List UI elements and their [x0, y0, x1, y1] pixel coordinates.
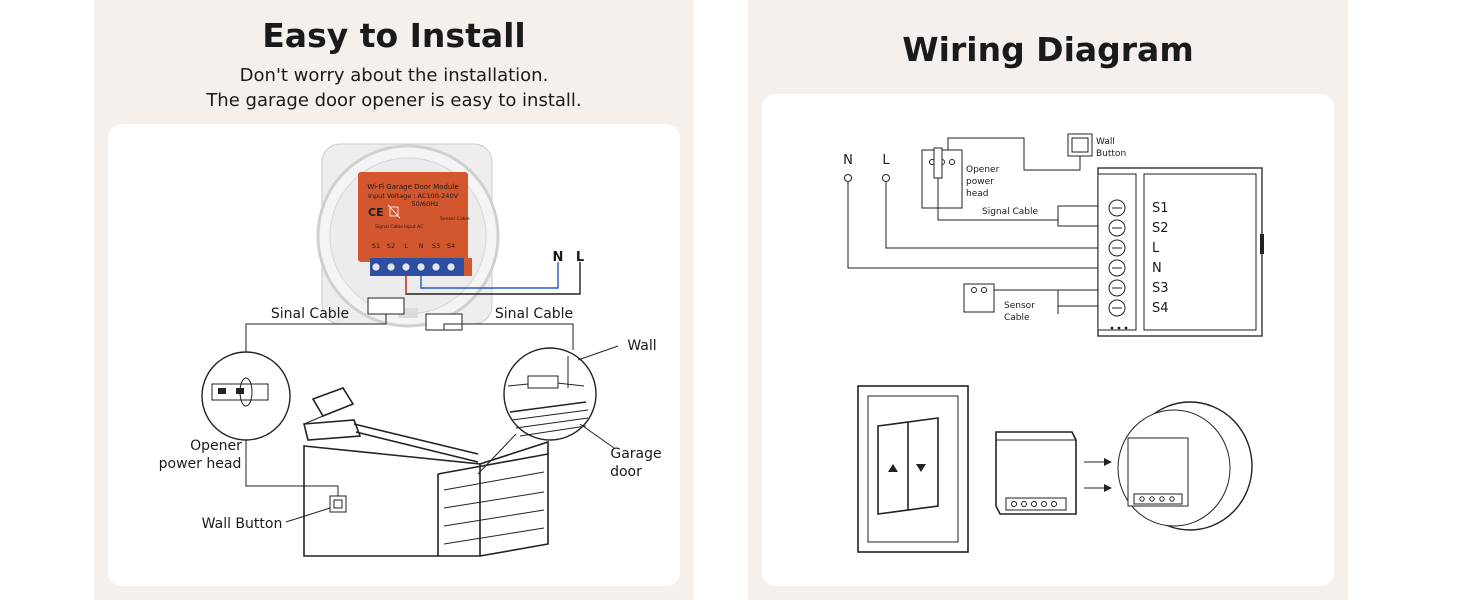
opener-label-1: Opener	[966, 165, 1000, 175]
wiring-module-box	[1097, 167, 1264, 337]
opener-label-3: head	[966, 189, 988, 199]
subtitle-line-1: Don't worry about the installation.	[239, 65, 549, 86]
install-illustration: Wi-Fi Garage Door Module Input Voltage :…	[159, 143, 662, 557]
sensor-block	[963, 283, 995, 313]
arrow-down-icon	[916, 464, 926, 472]
sinal-cable-right-label: Sinal Cable	[495, 306, 573, 322]
module-terminal-s1: S1	[372, 242, 380, 250]
left-cable-plug	[367, 297, 405, 315]
install-illustration-card: Wi-Fi Garage Door Module Input Voltage :…	[108, 124, 680, 586]
supply-n-label: N	[843, 153, 853, 168]
wiring-diagram-card: N L Opener power head Wall Butt	[762, 94, 1334, 586]
module-small-label-3: Sensor Cable	[440, 216, 470, 222]
wall-switch-illustration	[857, 385, 969, 553]
opener-zoom-circle	[201, 351, 291, 441]
terminal-s4-label: S4	[1152, 301, 1169, 316]
opener-power-head-label-1: Opener	[190, 438, 242, 454]
recycle-bin-icon	[387, 204, 401, 219]
garage-module-device: Wi-Fi Garage Door Module Input Voltage :…	[358, 172, 472, 276]
terminal-s2-label: S2	[1152, 221, 1169, 236]
module-terminal-s2: S2	[387, 242, 395, 250]
terminal-s1-label: S1	[1152, 201, 1169, 216]
easy-install-panel: Easy to Install Don't worry about the in…	[94, 0, 694, 600]
garage-door-label-2: door	[610, 464, 642, 480]
module-name-label: Wi-Fi Garage Door Module	[367, 183, 458, 191]
wiring-schematic: N L Opener power head Wall Butt	[843, 133, 1264, 553]
neutral-wire	[420, 262, 559, 289]
subtitle-line-2: The garage door opener is easy to instal…	[206, 90, 582, 111]
module-terminal-l: L	[404, 242, 408, 250]
supply-l-label: L	[882, 153, 890, 168]
module-terminal-s3: S3	[432, 242, 440, 250]
wall-button-block	[1067, 133, 1093, 157]
module-frequency-label: 50/60Hz	[411, 200, 439, 208]
module-voltage-label: Input Voltage : AC100-240V	[368, 192, 459, 200]
arrow-right-icon-2	[1104, 484, 1112, 492]
module-small-label-2: Input AC	[404, 224, 423, 230]
wiring-diagram-panel: Wiring Diagram N L Opener power head	[748, 0, 1348, 600]
signal-cable-label: Signal Cable	[982, 207, 1039, 217]
arrow-right-icon	[1104, 458, 1112, 466]
wall-button-label-2: Button	[1096, 149, 1126, 159]
wiring-diagram-title: Wiring Diagram	[902, 30, 1194, 69]
module-terminal-s4: S4	[447, 242, 455, 250]
ce-mark-label: CE	[368, 206, 384, 219]
wall-button-label-1: Wall	[1096, 137, 1115, 147]
wall-button-label: Wall Button	[202, 516, 283, 532]
sinal-cable-left-label: Sinal Cable	[271, 306, 349, 322]
easy-install-title: Easy to Install	[262, 16, 526, 55]
arrow-up-icon	[888, 464, 898, 472]
module-terminal-n: N	[419, 242, 424, 250]
module-small-label-1: Signal Cable	[375, 224, 403, 230]
terminal-s3-label: S3	[1152, 281, 1169, 296]
terminal-n-label: N	[1152, 261, 1162, 276]
garage-door-building	[303, 440, 549, 557]
wall-label: Wall	[627, 338, 656, 354]
sensor-label-2: Cable	[1004, 313, 1030, 323]
opener-power-head-block	[921, 147, 963, 209]
opener-label-2: power	[966, 177, 994, 187]
garage-opener-rail	[302, 387, 479, 463]
round-wall-box-illustration	[1117, 401, 1253, 531]
garage-door-label-1: Garage	[610, 446, 661, 462]
easy-install-subtitle: Don't worry about the installation. The …	[94, 63, 694, 113]
opener-power-head-label-2: power head	[159, 456, 242, 472]
sensor-label-1: Sensor	[1004, 301, 1035, 311]
wire-n-label: N	[553, 250, 564, 265]
door-sensor-zoom-circle	[503, 347, 597, 441]
small-module-illustration	[995, 431, 1077, 515]
terminal-l-label: L	[1152, 241, 1160, 256]
wire-l-label: L	[576, 250, 584, 265]
